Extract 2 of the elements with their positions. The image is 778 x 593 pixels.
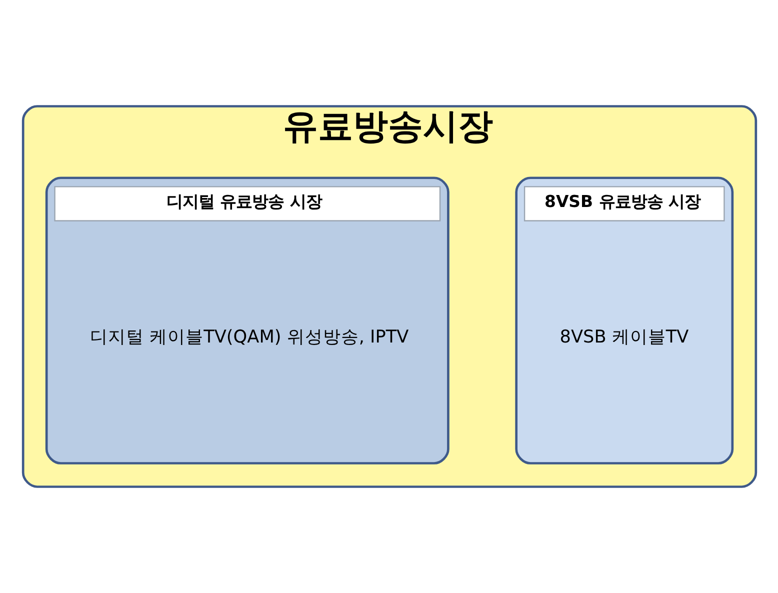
node-box: 디지털 유료방송 시장 디지털 케이블TV(QAM) 위성방송, IPTV (44, 176, 449, 464)
node-box: 8VSB 유료방송 시장 8VSB 케이블TV (514, 176, 734, 464)
